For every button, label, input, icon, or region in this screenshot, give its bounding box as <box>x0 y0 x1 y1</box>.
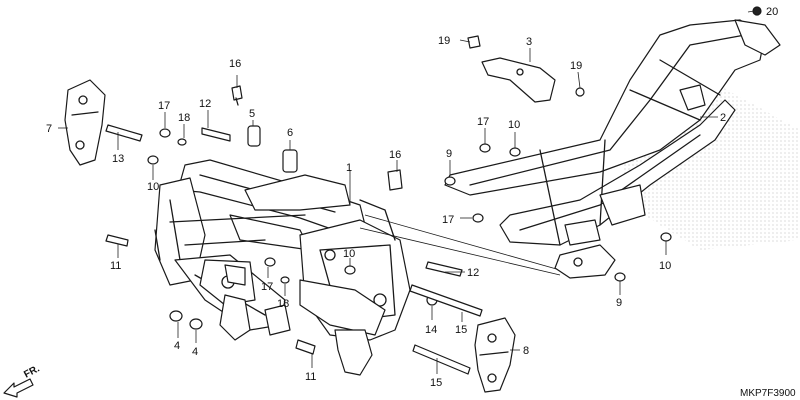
callout-4b: 4 <box>192 346 198 358</box>
callout-15a: 15 <box>455 324 467 336</box>
callout-6: 6 <box>287 127 293 139</box>
callout-11a: 11 <box>110 260 121 272</box>
callout-5: 5 <box>249 108 255 120</box>
fasteners <box>105 6 762 375</box>
callout-16b: 16 <box>389 149 401 161</box>
callout-18a: 18 <box>178 112 190 124</box>
callout-19b: 19 <box>570 60 582 72</box>
callout-7: 7 <box>46 123 52 135</box>
callout-17c: 17 <box>477 116 489 128</box>
callout-12b: 12 <box>467 267 479 279</box>
callout-9b: 9 <box>616 297 622 309</box>
callout-10c: 10 <box>508 119 520 131</box>
plate-part-8 <box>474 317 516 393</box>
callout-4a: 4 <box>174 340 180 352</box>
callout-8: 8 <box>523 345 529 357</box>
callout-20: 20 <box>766 6 778 18</box>
callout-16a: 16 <box>229 58 241 70</box>
bracket-part-3 <box>481 57 556 103</box>
callout-10d: 10 <box>659 260 671 272</box>
rear-subframe <box>444 19 781 279</box>
callout-13: 13 <box>112 153 124 165</box>
callout-labels: 1 2 3 4 4 5 6 7 8 9 9 10 10 10 10 11 11 … <box>46 6 778 389</box>
callout-11b: 11 <box>305 371 316 383</box>
callout-17d: 17 <box>442 214 454 226</box>
callout-10b: 10 <box>343 248 355 260</box>
callout-19a: 19 <box>438 35 450 47</box>
callout-9a: 9 <box>446 148 452 160</box>
callout-3: 3 <box>526 36 532 48</box>
callout-10a: 10 <box>147 181 159 193</box>
leader-lines <box>58 10 755 374</box>
front-label: FR. <box>22 363 42 380</box>
diagram-code: MKP7F3900 <box>740 388 796 399</box>
front-arrow-icon <box>3 378 34 398</box>
callout-14: 14 <box>425 324 437 336</box>
callout-17a: 17 <box>158 100 170 112</box>
plate-part-7 <box>64 79 106 166</box>
callout-17b: 17 <box>261 281 273 293</box>
callout-18b: 18 <box>277 298 289 310</box>
front-direction-indicator: FR. <box>3 363 42 398</box>
callout-2: 2 <box>720 112 726 124</box>
main-frame <box>154 159 411 376</box>
callout-1: 1 <box>346 162 352 174</box>
callout-15b: 15 <box>430 377 442 389</box>
callout-12a: 12 <box>199 98 211 110</box>
